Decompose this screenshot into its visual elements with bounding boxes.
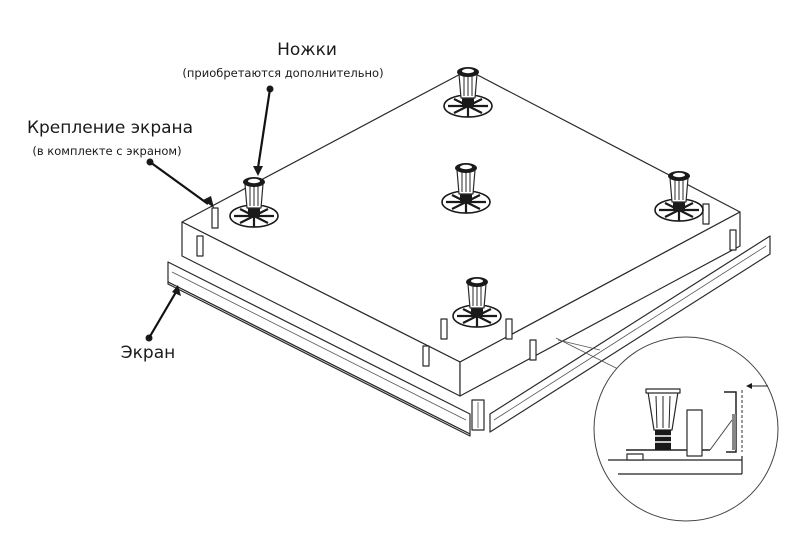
corner-joint xyxy=(471,399,485,431)
screen-label: Экран xyxy=(120,343,176,363)
screen-pointer xyxy=(145,285,181,342)
legs-pointer xyxy=(253,85,274,176)
screen-mount xyxy=(196,235,204,257)
screen-mount xyxy=(702,203,710,225)
screen-mount-label: Крепление экрана xyxy=(10,118,210,138)
screen-mount xyxy=(211,207,219,229)
screen-mount-pointer xyxy=(146,158,214,208)
detail-callout xyxy=(555,336,779,522)
screen-mount-label-title: Крепление экрана xyxy=(26,118,194,138)
screen-mount xyxy=(529,339,537,361)
legs-label-title: Ножки xyxy=(277,40,337,60)
legs-label: Ножки xyxy=(232,40,382,60)
screen-panel-right xyxy=(489,235,771,433)
screen-mount xyxy=(440,318,448,340)
screen-mount-label-note: (в комплекте с экраном) xyxy=(32,144,182,158)
screen-mount xyxy=(729,229,737,251)
screen-mount xyxy=(422,345,430,367)
screen-panel-left xyxy=(167,261,471,437)
legs-label-note: (приобретаются дополнительно) xyxy=(182,66,384,80)
screen-mount xyxy=(505,318,513,340)
